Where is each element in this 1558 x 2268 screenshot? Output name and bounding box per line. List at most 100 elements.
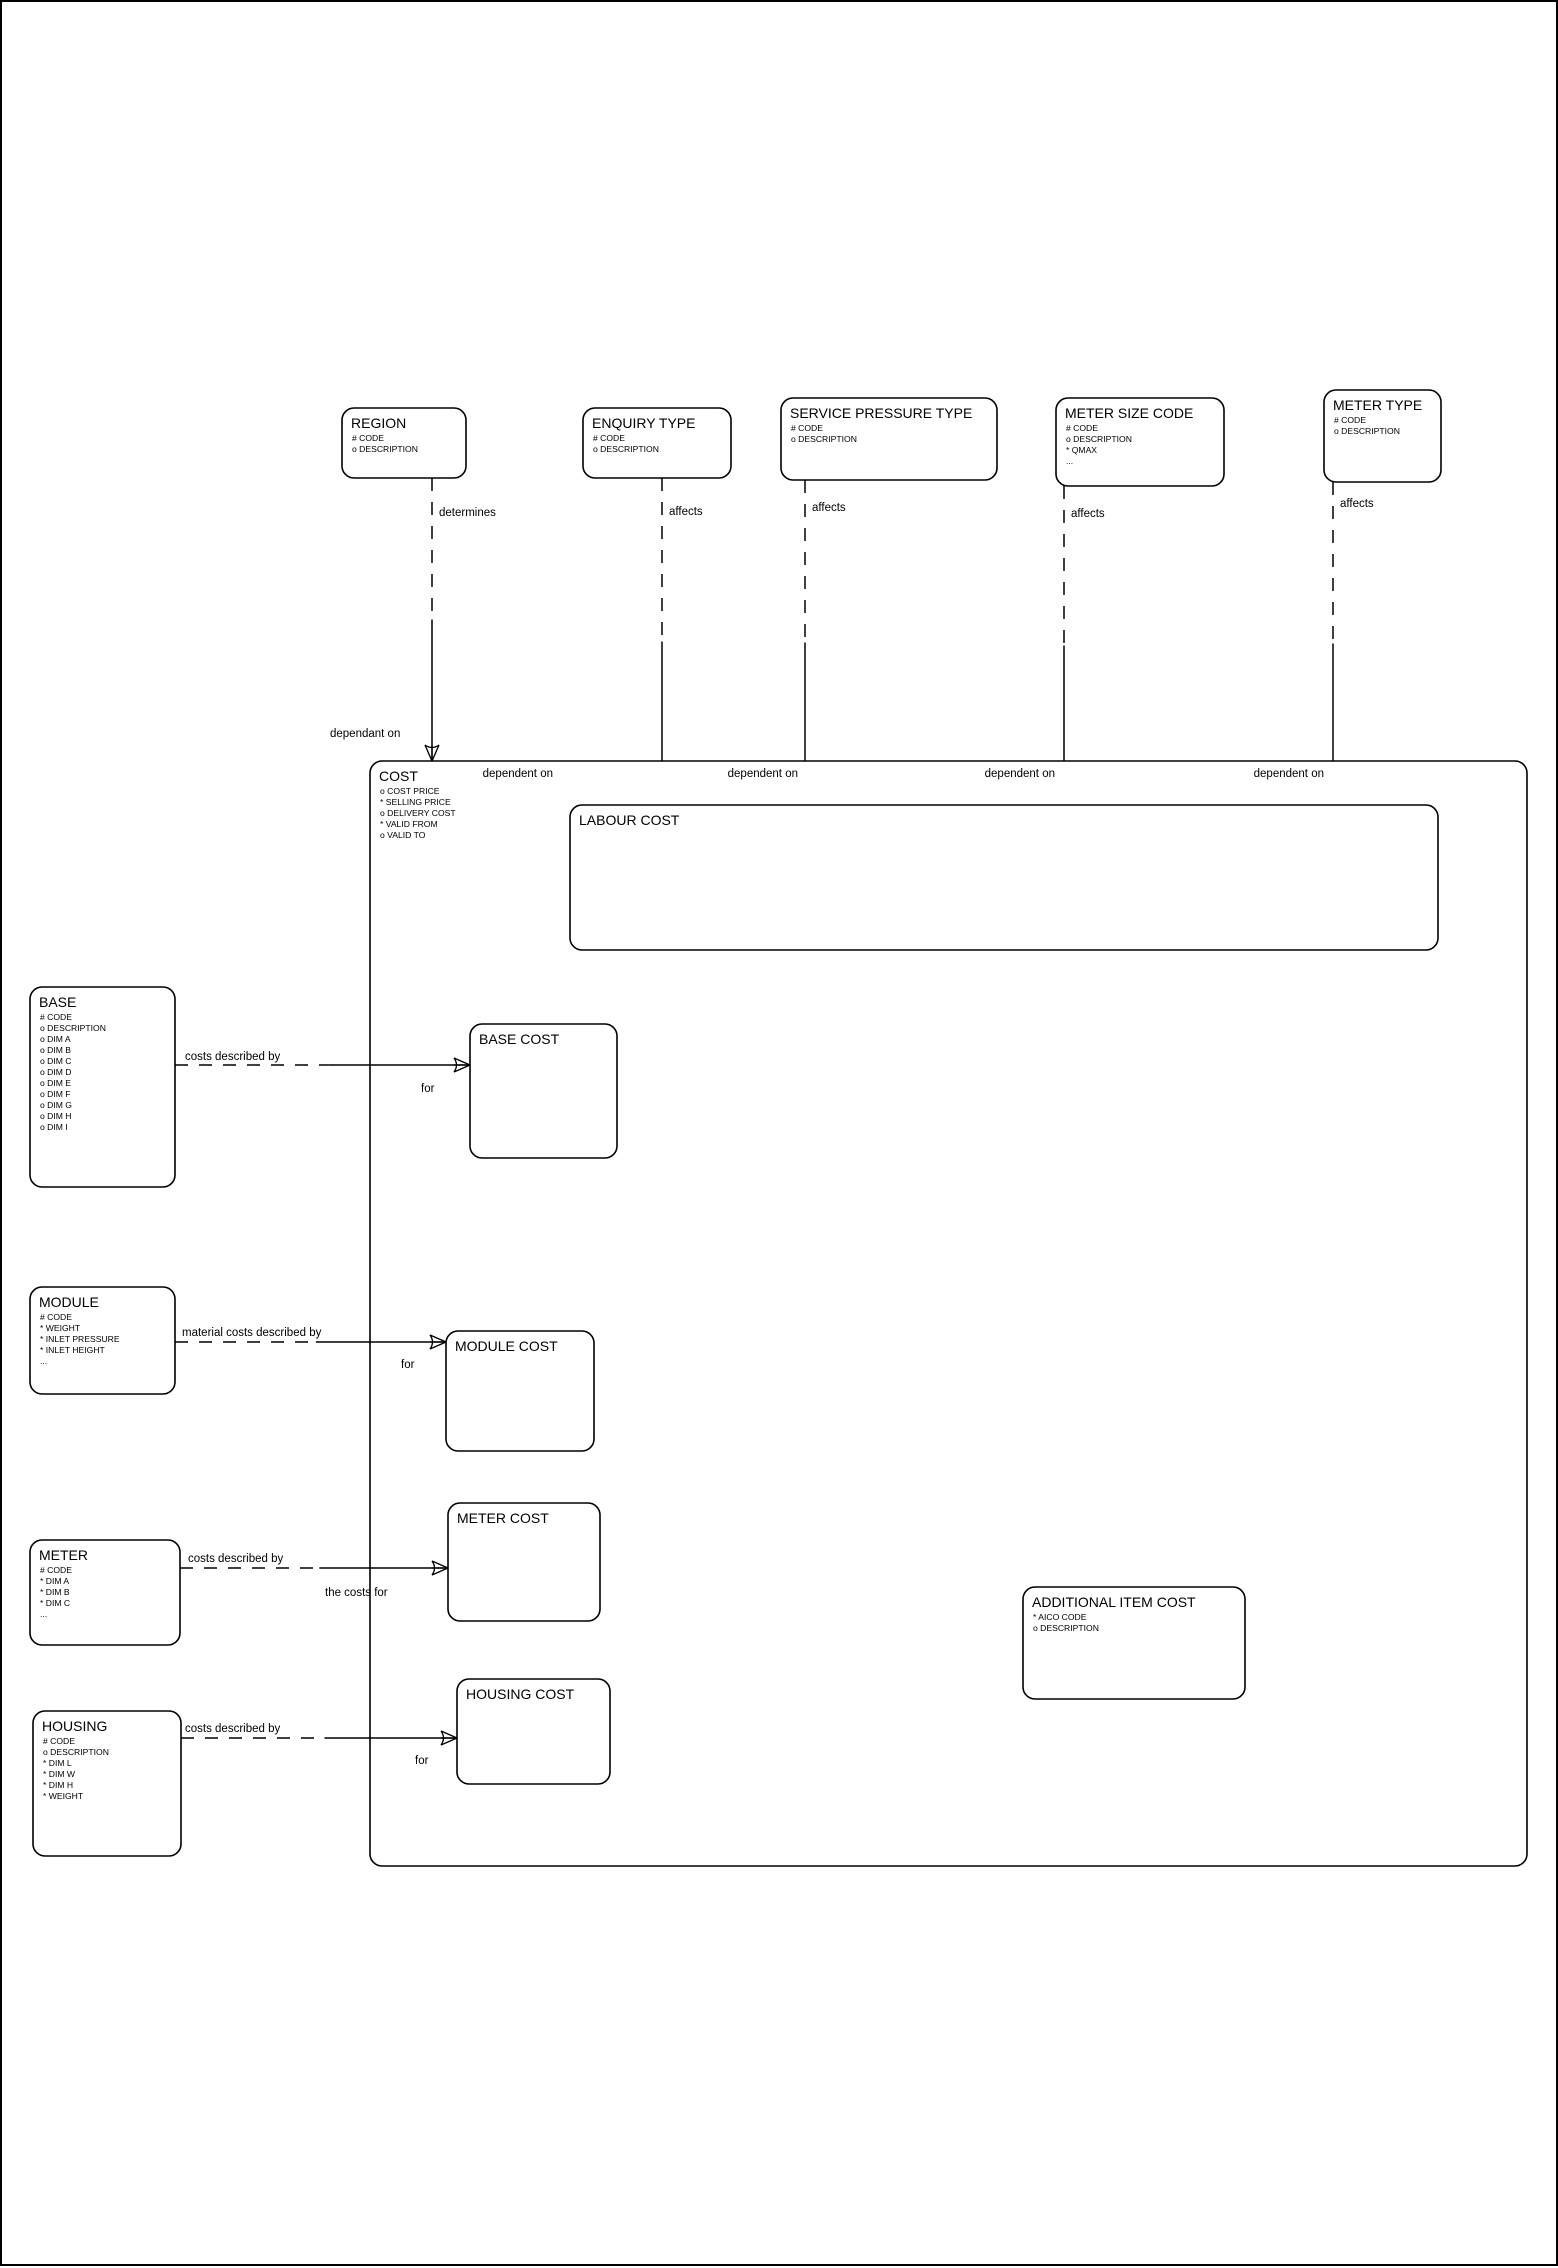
entity-title-meter_size_code: METER SIZE CODE — [1065, 405, 1193, 421]
entity-attr-cost: * VALID FROM — [380, 819, 438, 829]
crows-foot-meter-cost — [431, 1560, 449, 1576]
entity-attr-region: # CODE — [352, 433, 384, 443]
relationship-label-from-base-cost: costs described by — [185, 1051, 280, 1063]
entity-box-module_cost[interactable] — [445, 1330, 595, 1452]
relationship-label-to-region-cost: dependant on — [330, 728, 400, 740]
entity-title-cost: COST — [379, 768, 418, 784]
entity-attr-meter_size_code: * QMAX — [1066, 445, 1097, 455]
relationship-label-to-meter-cost: the costs for — [325, 1587, 388, 1599]
entity-attr-base: o DIM E — [40, 1078, 71, 1088]
entity-box-meter[interactable] — [29, 1539, 181, 1646]
entity-attr-service_pressure_type: o DESCRIPTION — [791, 434, 857, 444]
entity-attr-region: o DESCRIPTION — [352, 444, 418, 454]
entity-attr-module: # CODE — [40, 1312, 72, 1322]
relationship-label-to-housing-cost: for — [415, 1755, 429, 1767]
entity-base_cost[interactable]: BASE COST — [469, 1023, 618, 1159]
entity-title-base_cost: BASE COST — [479, 1031, 560, 1047]
crows-foot-region-cost — [424, 744, 440, 762]
entity-attr-base: o DESCRIPTION — [40, 1023, 106, 1033]
entity-attr-module: ... — [40, 1356, 47, 1366]
entity-attr-meter: ... — [40, 1609, 47, 1619]
entity-attr-meter_type: o DESCRIPTION — [1334, 426, 1400, 436]
entity-attr-base: o DIM H — [40, 1111, 72, 1121]
entity-attr-module: * INLET PRESSURE — [40, 1334, 120, 1344]
entity-attr-meter: * DIM B — [40, 1587, 70, 1597]
crows-foot-base-cost — [453, 1057, 471, 1073]
entity-box-meter_type[interactable] — [1323, 389, 1442, 483]
relationship-label-from-meter-cost: costs described by — [188, 1553, 283, 1565]
entity-attr-meter_size_code: o DESCRIPTION — [1066, 434, 1132, 444]
entity-title-meter_type: METER TYPE — [1333, 397, 1422, 413]
relationship-label-to-enq-labour: dependent on — [483, 768, 553, 780]
entity-attr-housing: # CODE — [43, 1736, 75, 1746]
relationship-label-to-spt-labour: dependent on — [728, 768, 798, 780]
entity-meter[interactable]: METER# CODE* DIM A* DIM B* DIM C... — [29, 1539, 181, 1646]
entity-title-base: BASE — [39, 994, 76, 1010]
entity-title-module_cost: MODULE COST — [455, 1338, 558, 1354]
entity-attr-meter_size_code: # CODE — [1066, 423, 1098, 433]
entity-title-labour_cost: LABOUR COST — [579, 812, 680, 828]
entity-box-meter_cost[interactable] — [447, 1502, 601, 1622]
entity-title-meter_cost: METER COST — [457, 1510, 549, 1526]
entity-attr-base: o DIM F — [40, 1089, 71, 1099]
crows-foot-housing-cost — [440, 1730, 458, 1746]
entity-attr-cost: o DELIVERY COST — [380, 808, 456, 818]
entity-labour_cost[interactable]: LABOUR COST — [569, 804, 1439, 951]
entity-attr-housing: * DIM H — [43, 1780, 73, 1790]
entity-attr-cost: o VALID TO — [380, 830, 426, 840]
entity-attr-module: * WEIGHT — [40, 1323, 81, 1333]
relationship-label-to-base-cost: for — [421, 1083, 435, 1095]
entity-attr-additional_item_cost: * AICO CODE — [1033, 1612, 1087, 1622]
entity-box-service_pressure_type[interactable] — [780, 397, 998, 481]
entity-box-base[interactable] — [29, 986, 176, 1188]
entity-attr-base: # CODE — [40, 1012, 72, 1022]
entity-attr-additional_item_cost: o DESCRIPTION — [1033, 1623, 1099, 1633]
relationship-label-from-msc-labour: affects — [1071, 508, 1105, 520]
entity-module_cost[interactable]: MODULE COST — [445, 1330, 595, 1452]
entity-attr-enquiry_type: o DESCRIPTION — [593, 444, 659, 454]
entity-box-enquiry_type[interactable] — [582, 407, 732, 479]
entity-attr-service_pressure_type: # CODE — [791, 423, 823, 433]
entity-housing_cost[interactable]: HOUSING COST — [456, 1678, 611, 1785]
entity-attr-enquiry_type: # CODE — [593, 433, 625, 443]
entity-title-housing_cost: HOUSING COST — [466, 1686, 575, 1702]
entity-box-housing[interactable] — [32, 1710, 182, 1857]
relationship-label-from-mt-labour: affects — [1340, 498, 1374, 510]
entity-attr-base: o DIM I — [40, 1122, 68, 1132]
entity-module[interactable]: MODULE# CODE* WEIGHT* INLET PRESSURE* IN… — [29, 1286, 176, 1395]
entity-box-housing_cost[interactable] — [456, 1678, 611, 1785]
crows-foot-module-cost — [429, 1334, 447, 1350]
entity-box-labour_cost[interactable] — [569, 804, 1439, 951]
entity-box-region[interactable] — [341, 407, 467, 479]
entity-attr-base: o DIM D — [40, 1067, 72, 1077]
entity-box-meter_size_code[interactable] — [1055, 397, 1225, 487]
entity-attr-housing: * WEIGHT — [43, 1791, 84, 1801]
entity-attr-base: o DIM G — [40, 1100, 72, 1110]
entity-attr-cost: o COST PRICE — [380, 786, 440, 796]
entity-attr-housing: * DIM W — [43, 1769, 76, 1779]
relationship-label-from-module-cost: material costs described by — [182, 1327, 322, 1339]
entity-meter_cost[interactable]: METER COST — [447, 1502, 601, 1622]
entity-box-additional_item_cost[interactable] — [1022, 1586, 1246, 1700]
relationship-label-to-msc-labour: dependent on — [985, 768, 1055, 780]
relationship-lines-layer — [424, 478, 1341, 806]
entity-attr-meter: * DIM A — [40, 1576, 69, 1586]
entity-attr-housing: * DIM L — [43, 1758, 72, 1768]
entity-attr-base: o DIM B — [40, 1045, 71, 1055]
entity-attr-housing: o DESCRIPTION — [43, 1747, 109, 1757]
entity-attr-meter: # CODE — [40, 1565, 72, 1575]
entity-box-module[interactable] — [29, 1286, 176, 1395]
entity-box-base_cost[interactable] — [469, 1023, 618, 1159]
relationship-label-from-enq-labour: affects — [669, 506, 703, 518]
